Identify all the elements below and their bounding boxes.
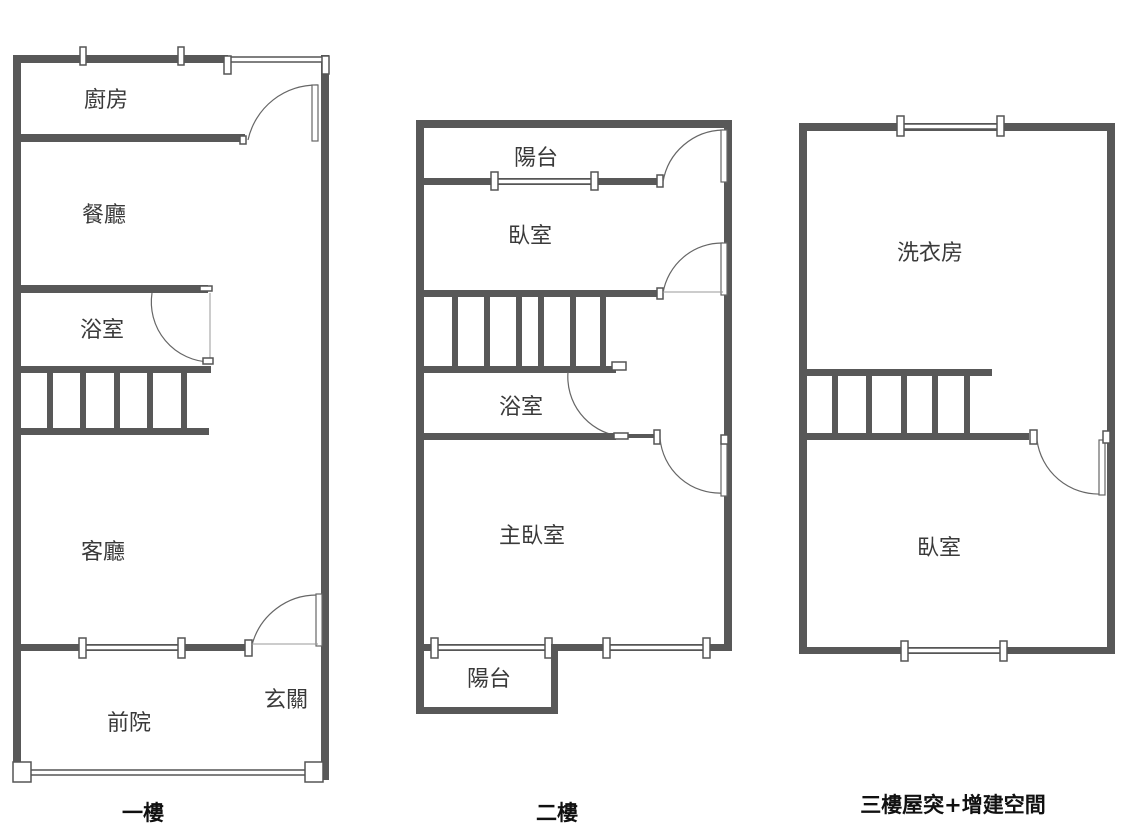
room-label-balcony: 陽台 xyxy=(467,667,511,692)
door-swing xyxy=(251,594,319,646)
window xyxy=(434,644,551,651)
room-label-front-yard: 前院 xyxy=(107,711,151,736)
wall xyxy=(13,366,211,373)
door-swing xyxy=(659,437,724,494)
door-jamb xyxy=(1102,430,1111,444)
wall xyxy=(416,120,424,714)
room-label-bedroom: 臥室 xyxy=(917,536,961,561)
gate-post xyxy=(12,761,32,783)
window-jamb xyxy=(602,637,611,659)
wall xyxy=(416,290,661,297)
room-label-bath: 浴室 xyxy=(80,318,124,343)
room-label-bath: 浴室 xyxy=(499,395,543,420)
door-leaf[interactable] xyxy=(311,84,319,142)
door-jamb xyxy=(199,285,213,292)
floor-caption: 三樓屋突+增建空間 xyxy=(860,793,1046,817)
wall xyxy=(416,644,732,651)
door-leaf[interactable] xyxy=(720,441,728,497)
window-jamb xyxy=(999,640,1008,662)
staircase xyxy=(799,369,1029,440)
door-jamb xyxy=(613,432,629,440)
door-leaf[interactable] xyxy=(720,129,728,183)
wall xyxy=(628,434,658,438)
window xyxy=(901,123,1001,130)
wall xyxy=(13,55,228,63)
gate-post xyxy=(304,761,324,783)
door-jamb xyxy=(611,361,627,371)
staircase xyxy=(13,370,209,435)
third-floor-plan: 洗衣房 臥室 三樓屋突+增建空間 xyxy=(799,115,1115,817)
window xyxy=(605,644,707,651)
room-label-laundry: 洗衣房 xyxy=(897,241,963,266)
door-leaf[interactable] xyxy=(720,242,728,296)
wall xyxy=(1107,123,1115,653)
window xyxy=(495,178,595,185)
room-label-living: 客廳 xyxy=(81,540,125,565)
door-swing xyxy=(662,129,724,183)
room-label-bedroom: 臥室 xyxy=(508,224,552,249)
wall xyxy=(416,707,558,714)
door-jamb xyxy=(239,135,247,145)
door-jamb xyxy=(1029,429,1038,445)
wall xyxy=(13,285,208,293)
door-jamb xyxy=(653,429,661,445)
wall xyxy=(416,120,732,128)
window-jamb xyxy=(490,171,499,191)
staircase xyxy=(416,294,616,373)
door-jamb xyxy=(656,287,664,300)
first-floor-plan: 廚房 餐廳 浴室 客廳 前院 玄關 一樓 xyxy=(12,46,330,825)
window-jamb xyxy=(177,637,186,659)
window-jamb xyxy=(900,640,909,662)
gate xyxy=(19,769,309,776)
door-leaf[interactable] xyxy=(1098,439,1106,496)
window xyxy=(83,644,181,651)
window-jamb xyxy=(430,637,439,659)
door-swing xyxy=(247,84,319,141)
door-jamb xyxy=(202,357,214,365)
door-swing xyxy=(150,292,211,363)
room-label-kitchen: 廚房 xyxy=(84,88,128,113)
window-jamb xyxy=(78,637,87,659)
floor-caption: 一樓 xyxy=(122,801,164,825)
room-label-dining: 餐廳 xyxy=(82,203,126,228)
door-jamb xyxy=(656,174,664,188)
wall xyxy=(551,644,558,714)
wall xyxy=(13,55,21,775)
door-swing xyxy=(662,242,724,294)
window-jamb xyxy=(544,637,553,659)
wall xyxy=(416,433,616,440)
window-jamb xyxy=(590,171,599,191)
door-swing xyxy=(1036,439,1102,495)
floor-caption: 二樓 xyxy=(536,801,578,825)
window xyxy=(904,647,1004,654)
door-jamb xyxy=(244,639,253,657)
window-jamb xyxy=(996,115,1005,137)
wall xyxy=(724,120,732,650)
door-leaf[interactable] xyxy=(315,593,323,647)
window-jamb xyxy=(177,46,185,66)
second-floor-plan: 陽台 臥室 浴室 主臥室 陽台 二樓 xyxy=(416,120,732,825)
wall xyxy=(799,123,807,653)
wall xyxy=(321,55,329,780)
window xyxy=(227,56,327,63)
wall xyxy=(13,134,245,142)
door-swing xyxy=(567,371,619,437)
room-label-entrance: 玄關 xyxy=(264,688,308,713)
window-jamb xyxy=(79,46,87,66)
room-label-balcony: 陽台 xyxy=(514,146,558,171)
room-label-master-bedroom: 主臥室 xyxy=(499,524,565,549)
window-jamb xyxy=(321,55,330,75)
window-jamb xyxy=(223,55,232,75)
window-jamb xyxy=(896,115,905,137)
door-jamb xyxy=(720,434,729,445)
window-jamb xyxy=(702,637,711,659)
